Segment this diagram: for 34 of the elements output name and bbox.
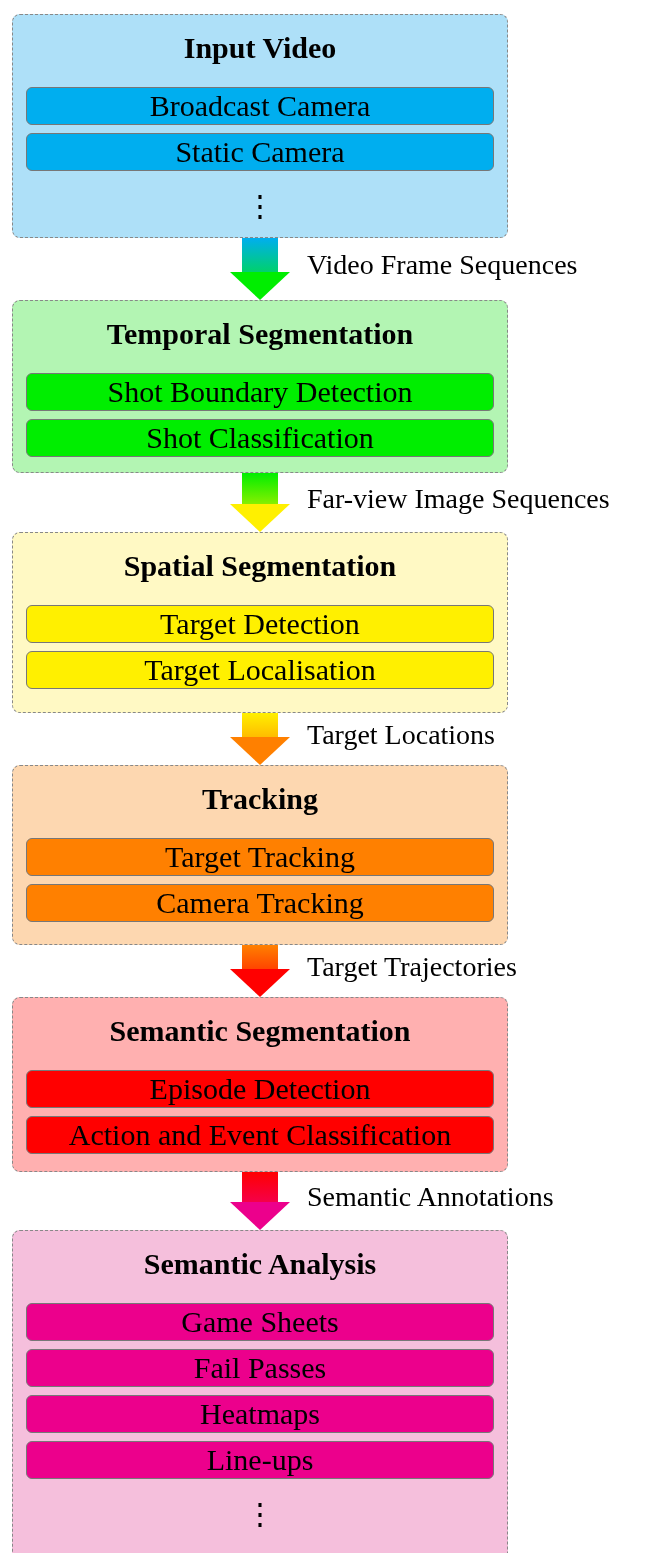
step-box: Line-ups (26, 1441, 494, 1479)
edge-label: Target Locations (307, 719, 495, 751)
stage-panel (12, 1230, 508, 1553)
ellipsis-text: ⋮ (245, 1497, 275, 1531)
step-box: Episode Detection (26, 1070, 494, 1108)
stage-title: Semantic Segmentation (108, 1014, 412, 1048)
stage-title: Semantic Analysis (142, 1247, 378, 1281)
stage-panel (12, 532, 508, 713)
step-box: Target Detection (26, 605, 494, 643)
stage-panel (12, 765, 508, 945)
step-box: Shot Classification (26, 419, 494, 457)
edge-label: Semantic Annotations (307, 1181, 554, 1213)
step-box: Broadcast Camera (26, 87, 494, 125)
arrow (230, 237, 290, 300)
stage-title: Temporal Segmentation (105, 317, 415, 351)
ellipsis-text: ⋮ (245, 189, 275, 223)
step-box: Target Localisation (26, 651, 494, 689)
step-box: Fail Passes (26, 1349, 494, 1387)
stage-panel (12, 14, 508, 238)
edge-label: Target Trajectories (307, 951, 517, 983)
step-box: Action and Event Classification (26, 1116, 494, 1154)
step-box: Heatmaps (26, 1395, 494, 1433)
step-box: Target Tracking (26, 838, 494, 876)
step-box: Camera Tracking (26, 884, 494, 922)
stage-panel (12, 997, 508, 1172)
step-box: Game Sheets (26, 1303, 494, 1341)
stage-title: Input Video (182, 31, 338, 65)
stage-title: Spatial Segmentation (122, 549, 398, 583)
step-box: Static Camera (26, 133, 494, 171)
edge-label: Far-view Image Sequences (307, 482, 610, 515)
edge-label: Video Frame Sequences (307, 249, 578, 281)
stage-panel (12, 300, 508, 473)
step-box: Shot Boundary Detection (26, 373, 494, 411)
stage-title: Tracking (200, 782, 320, 816)
